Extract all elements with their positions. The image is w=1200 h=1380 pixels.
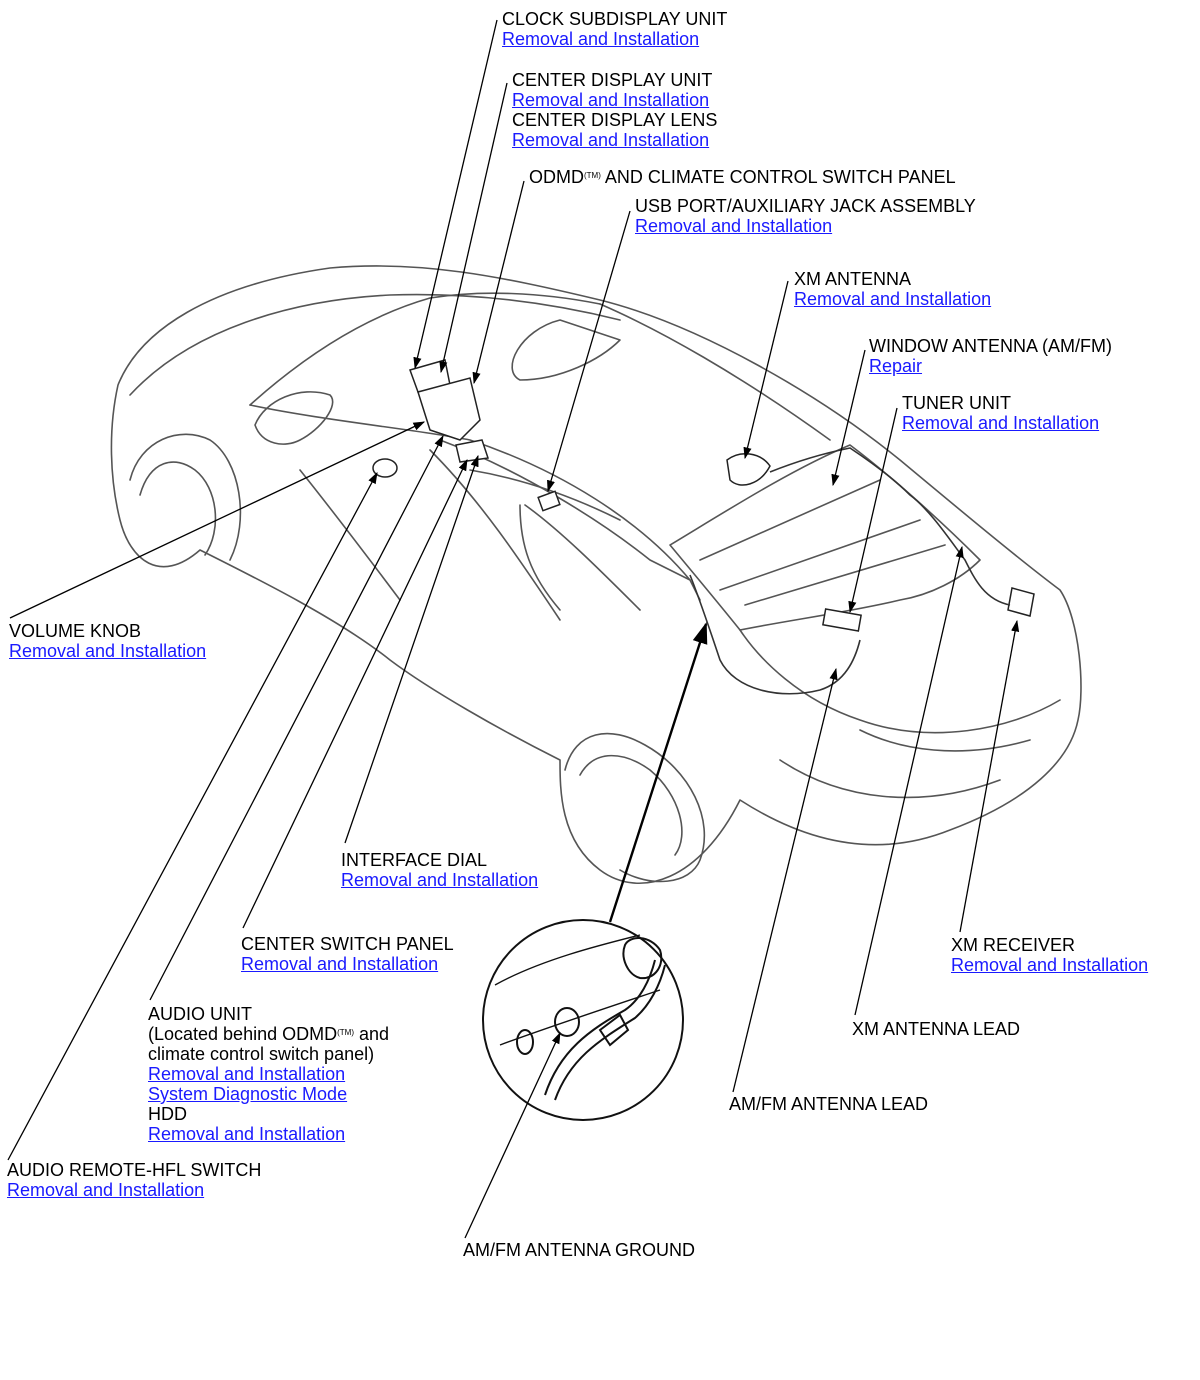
audio-unit-title: AUDIO UNIT [148,1004,253,1024]
xm-antenna-removal-link[interactable]: Removal and Installation [794,289,992,309]
callout-odmd-climate-panel: ODMD(TM) AND CLIMATE CONTROL SWITCH PANE… [529,167,956,187]
odmd-panel-title-rest: AND CLIMATE CONTROL SWITCH PANEL [600,167,956,187]
callout-usb-port: USB PORT/AUXILIARY JACK ASSEMBLY Removal… [635,196,976,236]
tuner-unit-removal-link[interactable]: Removal and Installation [902,413,1100,433]
callout-audio-unit: AUDIO UNIT (Located behind ODMD(TM) and … [148,1004,389,1144]
antenna-leads [689,447,1011,695]
xm-receiver-title: XM RECEIVER [951,935,1076,955]
callout-tuner-unit: TUNER UNIT Removal and Installation [902,393,1099,433]
audio-remote-switch-title: AUDIO REMOTE-HFL SWITCH [7,1160,262,1180]
callout-center-switch-panel: CENTER SWITCH PANEL Removal and Installa… [241,934,454,974]
callout-audio-remote-switch: AUDIO REMOTE-HFL SWITCH Removal and Inst… [7,1160,261,1200]
callout-xm-antenna: XM ANTENNA Removal and Installation [794,269,991,309]
center-display-lens-title: CENTER DISPLAY LENS [512,110,718,130]
callout-xm-receiver: XM RECEIVER Removal and Installation [951,935,1148,975]
callout-xm-antenna-lead: XM ANTENNA LEAD [852,1019,1020,1039]
hdd-removal-link[interactable]: Removal and Installation [148,1124,346,1144]
interface-dial-title: INTERFACE DIAL [341,850,488,870]
center-switch-panel-title: CENTER SWITCH PANEL [241,934,454,954]
center-display-title: CENTER DISPLAY UNIT [512,70,713,90]
trademark-mark: (TM) [584,171,601,180]
volume-knob-removal-link[interactable]: Removal and Installation [9,641,207,661]
leader-lines [7,19,1020,1239]
callout-interface-dial: INTERFACE DIAL Removal and Installation [341,850,538,890]
tuner-unit-title: TUNER UNIT [902,393,1011,413]
callout-amfm-antenna-ground: AM/FM ANTENNA GROUND [463,1240,695,1260]
center-switch-panel-removal-link[interactable]: Removal and Installation [241,954,439,974]
xm-receiver-removal-link[interactable]: Removal and Installation [951,955,1149,975]
antenna-ground-detail [482,919,684,1121]
xm-antenna-lead-title: XM ANTENNA LEAD [852,1019,1021,1039]
audio-unit-note-b: and [354,1024,390,1044]
odmd-panel-title: ODMD(TM) AND CLIMATE CONTROL SWITCH PANE… [529,167,956,187]
hdd-title: HDD [148,1104,187,1124]
audio-unit-removal-link[interactable]: Removal and Installation [148,1064,346,1084]
clock-subdisplay-removal-link[interactable]: Removal and Installation [502,29,700,49]
usb-port-removal-link[interactable]: Removal and Installation [635,216,833,236]
callout-volume-knob: VOLUME KNOB Removal and Installation [9,621,206,661]
trademark-mark: (TM) [337,1028,354,1037]
window-antenna-repair-link[interactable]: Repair [869,356,923,376]
odmd-text: ODMD [529,167,584,187]
callout-window-antenna: WINDOW ANTENNA (AM/FM) Repair [869,336,1112,376]
callout-clock-subdisplay-unit: CLOCK SUBDISPLAY UNIT Removal and Instal… [502,9,727,49]
audio-remote-switch-removal-link[interactable]: Removal and Installation [7,1180,205,1200]
audio-unit-location-note: (Located behind ODMD(TM) and [148,1024,389,1044]
callout-center-display-unit: CENTER DISPLAY UNIT Removal and Installa… [512,70,717,150]
usb-port-title: USB PORT/AUXILIARY JACK ASSEMBLY [635,196,976,216]
center-display-lens-removal-link[interactable]: Removal and Installation [512,130,710,150]
center-display-removal-link[interactable]: Removal and Installation [512,90,710,110]
audio-unit-note-a: (Located behind ODMD [148,1024,338,1044]
interface-dial-removal-link[interactable]: Removal and Installation [341,870,539,890]
callout-amfm-antenna-lead: AM/FM ANTENNA LEAD [729,1094,928,1114]
audio-unit-location-note-2: climate control switch panel) [148,1044,375,1064]
volume-knob-title: VOLUME KNOB [9,621,142,641]
xm-antenna-title: XM ANTENNA [794,269,912,289]
amfm-antenna-lead-title: AM/FM ANTENNA LEAD [729,1094,929,1114]
clock-subdisplay-title: CLOCK SUBDISPLAY UNIT [502,9,728,29]
audio-unit-diagnostic-link[interactable]: System Diagnostic Mode [148,1084,348,1104]
window-antenna-title: WINDOW ANTENNA (AM/FM) [869,336,1112,356]
amfm-antenna-ground-title: AM/FM ANTENNA GROUND [463,1240,696,1260]
